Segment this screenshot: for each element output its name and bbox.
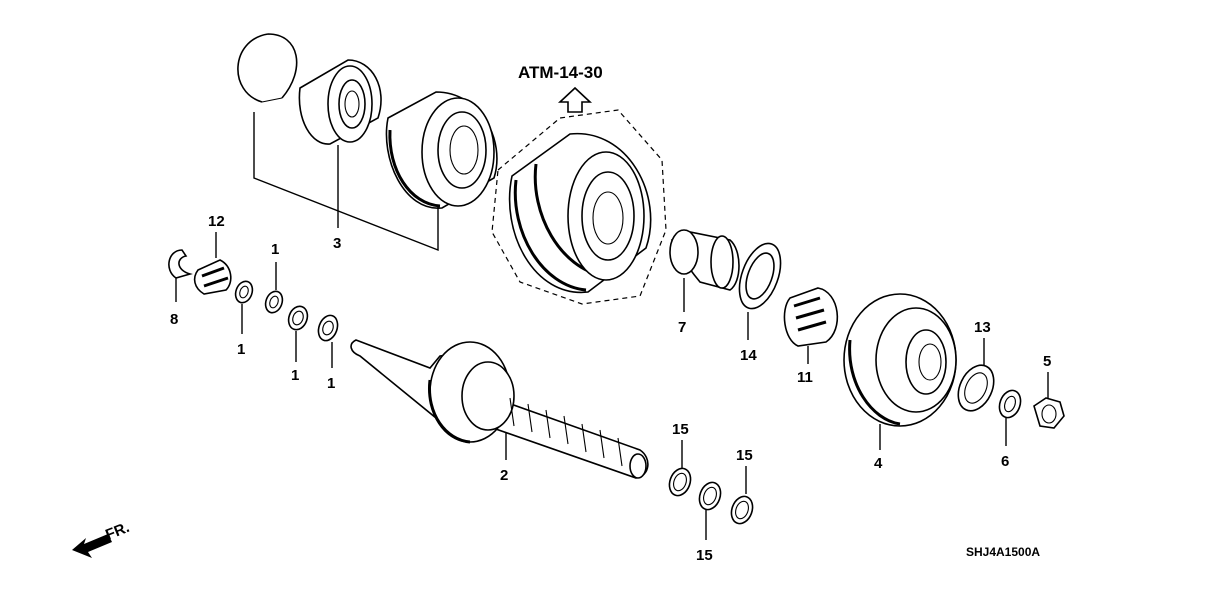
callout-1c: 1 xyxy=(291,367,299,384)
bearing-top[interactable] xyxy=(298,59,382,145)
diagram-code: SHJ4A1500A xyxy=(966,545,1040,559)
reference-dashed-outline xyxy=(491,109,667,305)
callout-15b: 15 xyxy=(696,547,713,564)
snap-ring-8[interactable] xyxy=(168,249,193,279)
callout-1b: 1 xyxy=(271,241,279,258)
callout-1d: 1 xyxy=(327,375,335,392)
callout-8: 8 xyxy=(170,311,178,328)
callout-4: 4 xyxy=(874,455,883,472)
callout-1a: 1 xyxy=(237,341,245,358)
shim-15c[interactable] xyxy=(728,493,756,526)
callout-7: 7 xyxy=(678,319,686,336)
front-direction-arrow-icon: FR. xyxy=(72,519,132,558)
front-label: FR. xyxy=(103,519,132,544)
lock-nut-5[interactable] xyxy=(1033,397,1065,429)
leader-bracket-3 xyxy=(253,112,439,252)
callout-11: 11 xyxy=(797,369,813,386)
clutch-drum[interactable] xyxy=(508,133,652,294)
gear-4[interactable] xyxy=(843,293,957,427)
callout-3: 3 xyxy=(333,235,341,252)
collar-7[interactable] xyxy=(669,229,740,291)
countershaft-2[interactable] xyxy=(350,339,649,479)
callout-15c: 15 xyxy=(736,447,753,464)
shim-1a[interactable] xyxy=(233,279,256,305)
needle-bearing-11[interactable] xyxy=(783,287,839,347)
callout-6: 6 xyxy=(1001,453,1009,470)
callout-12: 12 xyxy=(208,213,225,230)
washer-13[interactable] xyxy=(951,359,1000,416)
callout-5: 5 xyxy=(1043,353,1051,370)
callout-2: 2 xyxy=(500,467,508,484)
up-arrow-icon xyxy=(557,86,593,113)
shim-1b[interactable] xyxy=(263,289,286,315)
idler-gear-top[interactable] xyxy=(385,91,498,209)
callout-14: 14 xyxy=(740,347,757,364)
callout-13: 13 xyxy=(974,319,991,336)
thrust-washer-14[interactable] xyxy=(731,238,788,314)
snap-ring-top[interactable] xyxy=(237,33,298,103)
shim-15a[interactable] xyxy=(666,465,694,498)
reference-label[interactable]: ATM-14-30 xyxy=(518,63,603,82)
callout-15a: 15 xyxy=(672,421,689,438)
shim-1d[interactable] xyxy=(315,313,341,344)
shim-1c[interactable] xyxy=(285,304,310,333)
needle-bearing-12[interactable] xyxy=(193,259,232,295)
shim-15b[interactable] xyxy=(696,479,724,512)
washer-6[interactable] xyxy=(996,387,1024,420)
